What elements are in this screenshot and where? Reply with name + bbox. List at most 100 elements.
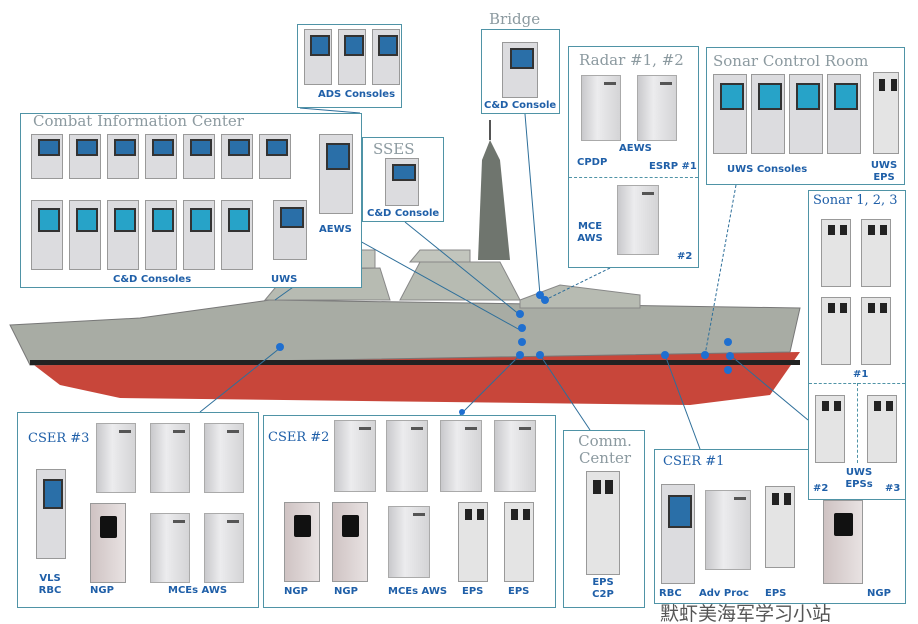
screen — [833, 513, 853, 537]
screen — [228, 207, 250, 233]
mce-cabinet — [386, 420, 428, 492]
sonar-123-panel: Sonar 1, 2, 3 #1 #2 UWS EPSs #3 — [808, 190, 906, 500]
screen — [344, 35, 364, 56]
divider — [857, 383, 858, 463]
vls-rbc-console — [36, 469, 66, 559]
uws-console — [273, 200, 307, 260]
screen — [190, 207, 212, 233]
esrp-label: ESRP #1 — [649, 161, 697, 172]
screen — [720, 82, 744, 111]
cd-console — [31, 134, 63, 179]
cser2-mces-aws-label: MCEs AWS — [388, 586, 448, 597]
screen — [76, 207, 98, 233]
screen — [280, 206, 304, 229]
mce-aws-cabinet — [617, 185, 659, 255]
screen — [758, 82, 782, 111]
mce-cabinet — [388, 506, 430, 578]
cser2-title: CSER #2 — [268, 430, 330, 445]
adv-proc-label: Adv Proc — [699, 588, 749, 599]
screen — [190, 139, 212, 157]
eps-cabinet — [458, 502, 488, 582]
screen — [341, 514, 359, 537]
cd-console — [183, 200, 215, 270]
cpdp-label: CPDP — [577, 157, 608, 168]
uws-console — [751, 74, 785, 154]
uws-console — [789, 74, 823, 154]
cser1-panel: CSER #1 RBC Adv Proc EPS NGP — [654, 449, 906, 604]
screen — [38, 139, 60, 157]
screen — [827, 225, 835, 235]
esrp-cabinet — [637, 75, 677, 141]
ads-console — [372, 29, 400, 85]
screen — [509, 48, 535, 69]
bridge-title: Bridge — [489, 10, 541, 28]
aews-console — [319, 134, 353, 214]
mce-cabinet — [150, 423, 190, 493]
sonar-n1-label: #1 — [853, 369, 869, 380]
cser2-ngp2-label: NGP — [334, 586, 358, 597]
cser3-panel: CSER #3 VLS RBC NGP MCEs AWS — [17, 412, 259, 608]
cd-console — [221, 134, 253, 179]
screen — [99, 515, 117, 538]
screen — [114, 207, 136, 233]
screen — [392, 163, 416, 182]
ads-console — [338, 29, 366, 85]
screen — [796, 82, 820, 111]
cser1-eps-label: EPS — [765, 588, 787, 599]
screen — [821, 401, 829, 411]
screen — [378, 35, 398, 56]
screen — [38, 207, 60, 233]
cd-console — [107, 200, 139, 270]
comm-center-title: Comm. Center — [578, 432, 632, 467]
ads-console — [304, 29, 332, 85]
cpdp-cabinet — [581, 75, 621, 141]
mast — [478, 140, 510, 260]
mce-cabinet — [204, 513, 244, 583]
screen — [266, 139, 288, 157]
screen — [326, 142, 350, 171]
screen — [510, 509, 518, 521]
sses-panel: SSES C&D Console — [362, 137, 444, 222]
mce-cabinet — [96, 423, 136, 493]
screen — [76, 139, 98, 157]
mce-cabinet — [494, 420, 536, 492]
sses-cd-console-label: C&D Console — [367, 208, 440, 219]
ship-hull-lower — [30, 352, 800, 405]
screen — [867, 303, 875, 313]
cser1-ngp-label: NGP — [867, 588, 891, 599]
mce-cabinet — [150, 513, 190, 583]
mce-cabinet — [204, 423, 244, 493]
screen — [310, 35, 330, 56]
aews-label: AEWS — [319, 224, 352, 235]
screen — [42, 478, 64, 510]
uws-console — [827, 74, 861, 154]
uws-eps-label: UWS EPS — [870, 160, 898, 183]
bridge-panel: C&D Console — [481, 29, 560, 114]
cd-console — [107, 134, 139, 179]
cser2-eps2-label: EPS — [508, 586, 530, 597]
mce-cabinet — [334, 420, 376, 492]
sonar-cabinet — [861, 297, 891, 365]
eps-cabinet — [765, 486, 795, 568]
bridge-cd-console-label: C&D Console — [484, 100, 557, 111]
combat-information-center-panel: Combat Information Center C&D Consoles U… — [20, 112, 362, 288]
sses-console — [385, 158, 419, 206]
cd-console — [183, 134, 215, 179]
ngp-console — [284, 502, 320, 582]
watermark: 默虾美海军学习小站 — [660, 603, 832, 624]
uws-console — [713, 74, 747, 154]
cic-title: Combat Information Center — [33, 112, 244, 130]
cd-console — [69, 134, 101, 179]
cd-console — [145, 200, 177, 270]
cser3-mces-aws-label: MCEs AWS — [168, 585, 228, 596]
ngp-console — [823, 500, 863, 584]
bridge-console — [502, 42, 538, 98]
uws-epss-label: UWS EPSs — [845, 467, 873, 490]
cd-console — [31, 200, 63, 270]
comm-eps-cabinet — [586, 471, 620, 575]
ads-consoles-panel: ADS Consoles — [297, 24, 402, 108]
sonar-cabinet — [821, 219, 851, 287]
sonar-123-title: Sonar 1, 2, 3 — [813, 193, 898, 208]
uws-label: UWS — [271, 274, 298, 285]
